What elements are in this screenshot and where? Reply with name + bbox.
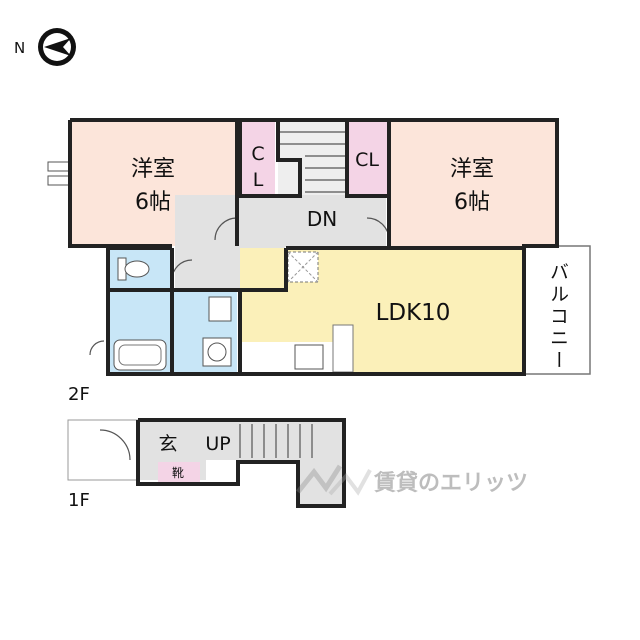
door-swing-1f	[99, 429, 131, 461]
watermark-text: 賃貸のエリッツ	[373, 470, 528, 496]
balcony-label: バルコニー	[547, 262, 569, 372]
washing-machine-icon	[202, 337, 232, 367]
stair-lower-1f	[298, 460, 344, 506]
closet-left	[240, 120, 275, 195]
watermark-logo-icon	[296, 464, 372, 496]
shoe-box-label: 靴	[172, 466, 184, 480]
sink-icon	[208, 296, 232, 322]
windows-2f	[47, 161, 71, 186]
balcony-area	[523, 245, 591, 375]
stair-area-1f	[206, 420, 344, 460]
ldk-label: LDK10	[376, 300, 451, 326]
bathtub-icon	[113, 339, 167, 371]
room-label-western-left-2: 6帖	[135, 190, 171, 215]
stair-treads-1f	[239, 424, 313, 458]
closet-left-label-2: L	[253, 169, 264, 191]
kitchen-sink-icon	[294, 344, 324, 370]
closet-right-label: CL	[355, 149, 379, 171]
closet-right	[347, 120, 387, 195]
room-label-western-left-1: 洋室	[131, 157, 175, 182]
hallway-2f	[175, 195, 386, 247]
shoe-box	[158, 462, 200, 482]
walls-1f	[136, 418, 346, 508]
entrance-porch	[67, 419, 139, 481]
stair-treads-2f	[280, 131, 345, 193]
floor-2f-label: 2F	[68, 384, 90, 405]
walls-2f	[68, 118, 559, 376]
fridge-space	[332, 324, 354, 373]
stair-down-label: DN	[307, 207, 337, 231]
entrance-label: 玄	[158, 433, 177, 455]
room-western-right	[389, 120, 557, 246]
toilet-icon	[117, 257, 150, 281]
skylight-icon	[287, 251, 319, 283]
stair-up-label: UP	[205, 433, 230, 455]
floor-1f-label: 1F	[68, 490, 90, 511]
north-arrow-icon	[38, 28, 76, 66]
compass-label: N	[14, 39, 25, 57]
room-label-western-right-1: 洋室	[450, 157, 494, 182]
closet-left-label-1: C	[251, 143, 264, 165]
room-label-western-right-2: 6帖	[454, 190, 490, 215]
